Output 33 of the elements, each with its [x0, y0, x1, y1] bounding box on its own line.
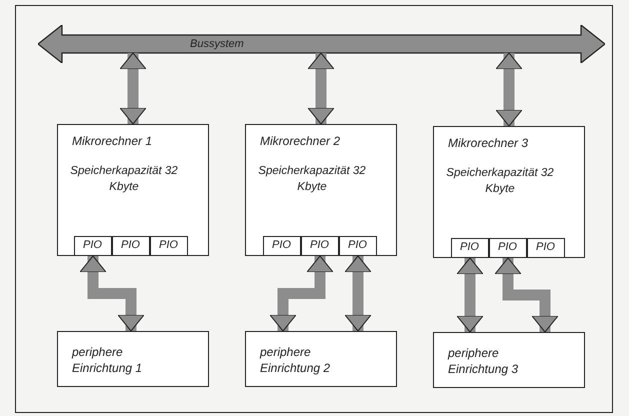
double-arrow [80, 256, 144, 332]
pio-port: PIO [300, 236, 338, 256]
device-label: periphere Einrichtung 2 [260, 344, 332, 376]
pio-port: PIO [526, 238, 564, 258]
double-arrow [308, 52, 334, 124]
computer-box [57, 124, 209, 256]
peripheral-box [433, 332, 585, 388]
double-arrow [494, 258, 558, 332]
double-arrow [120, 52, 146, 124]
pio-port: PIO [488, 238, 526, 258]
memory-capacity: Speicherkapazität 32 Kbyte [69, 164, 179, 195]
memory-capacity: Speicherkapazität 32 Kbyte [445, 166, 555, 197]
computer-title: Mikrorechner 1 [72, 133, 152, 149]
double-arrow [270, 256, 334, 332]
double-arrow [496, 52, 522, 126]
computer-title: Mikrorechner 2 [260, 133, 340, 149]
device-label: periphere Einrichtung 1 [72, 344, 144, 376]
memory-capacity: Speicherkapazität 32 Kbyte [257, 164, 367, 195]
computer-box [433, 126, 585, 258]
double-arrow [456, 258, 484, 332]
pio-port: PIO [262, 236, 300, 256]
pio-port: PIO [150, 236, 188, 256]
peripheral-box [57, 331, 209, 387]
computer-box [245, 124, 397, 256]
pio-port: PIO [112, 236, 150, 256]
double-arrow [344, 256, 372, 332]
pio-port: PIO [450, 238, 488, 258]
computer-title: Mikrorechner 3 [448, 135, 528, 151]
bus-label: Bussystem [190, 37, 244, 52]
pio-port: PIO [338, 236, 376, 256]
peripheral-box [245, 331, 397, 387]
device-label: periphere Einrichtung 3 [448, 345, 520, 377]
pio-port: PIO [74, 236, 112, 256]
